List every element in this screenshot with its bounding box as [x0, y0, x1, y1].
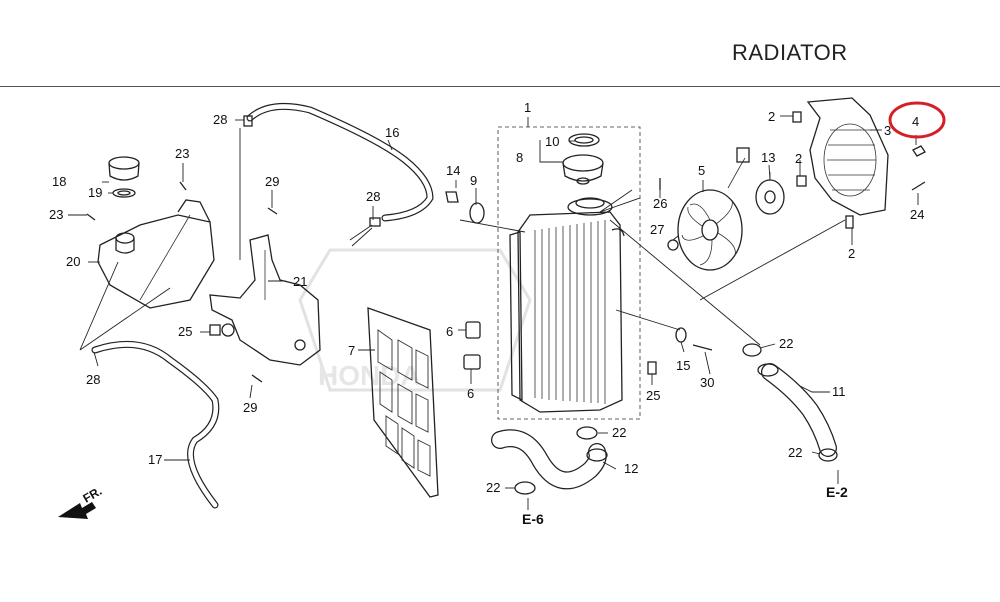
callout-28[interactable]: 28: [366, 189, 380, 204]
callout-17[interactable]: 17: [148, 452, 162, 467]
callout-8[interactable]: 8: [516, 150, 523, 165]
cooling-fan: [677, 147, 750, 271]
fasteners: [86, 111, 926, 383]
callout-30[interactable]: 30: [700, 375, 714, 390]
radiator-shroud: [367, 307, 439, 498]
callout-12[interactable]: 12: [624, 461, 638, 476]
callout-4[interactable]: 4: [912, 114, 919, 129]
callout-19[interactable]: 19: [88, 185, 102, 200]
callout-26[interactable]: 26: [653, 196, 667, 211]
callout-6[interactable]: 6: [467, 386, 474, 401]
callout-22[interactable]: 22: [486, 480, 500, 495]
reserve-tank-cap: [108, 156, 140, 198]
callout-22[interactable]: 22: [788, 445, 802, 460]
callout-15[interactable]: 15: [676, 358, 690, 373]
front-marker-label: FR.: [81, 484, 105, 506]
callout-13[interactable]: 13: [761, 150, 775, 165]
drain-hose: [91, 340, 220, 509]
callout-23[interactable]: 23: [175, 146, 189, 161]
callout-28[interactable]: 28: [213, 112, 227, 127]
reserve-tank: [97, 199, 215, 309]
callout-labels: 1 2 2 2 3 4 5 6 6 7 8 9 10 11 12 13 14 1…: [49, 100, 924, 495]
lower-radiator-hose: [491, 429, 608, 490]
page-title: RADIATOR: [732, 40, 848, 65]
radiator-assembly-bracket: [497, 117, 641, 420]
callout-29[interactable]: 29: [265, 174, 279, 189]
callout-25[interactable]: 25: [178, 324, 192, 339]
callout-28[interactable]: 28: [86, 372, 100, 387]
callout-9[interactable]: 9: [470, 173, 477, 188]
reserve-tank-bracket: [209, 234, 321, 366]
callout-16[interactable]: 16: [385, 125, 399, 140]
callout-29[interactable]: 29: [243, 400, 257, 415]
callout-11[interactable]: 11: [832, 384, 846, 399]
highlight-circle: [888, 101, 946, 139]
callout-14[interactable]: 14: [446, 163, 460, 178]
radiator-core: [509, 197, 625, 413]
callout-27[interactable]: 27: [650, 222, 664, 237]
fan-cover: [806, 97, 889, 216]
callout-22[interactable]: 22: [612, 425, 626, 440]
callout-2[interactable]: 2: [848, 246, 855, 261]
callout-6[interactable]: 6: [446, 324, 453, 339]
callout-3[interactable]: 3: [884, 123, 891, 138]
leader-lines: [68, 115, 919, 510]
svg-text:HONDA: HONDA: [318, 360, 421, 391]
callout-18[interactable]: 18: [52, 174, 66, 189]
section-ref-e6[interactable]: E-6: [522, 511, 544, 527]
overflow-hose: [246, 102, 434, 222]
rubber-mount-blocks: [463, 321, 481, 370]
radiator-cap: [562, 133, 604, 185]
section-ref-e2[interactable]: E-2: [826, 484, 848, 500]
header-divider: [0, 86, 1000, 87]
callout-7[interactable]: 7: [348, 343, 355, 358]
front-direction-arrow: FR.: [58, 484, 104, 519]
callout-2[interactable]: 2: [795, 151, 802, 166]
callout-20[interactable]: 20: [66, 254, 80, 269]
callout-5[interactable]: 5: [698, 163, 705, 178]
upper-radiator-hose: [757, 363, 837, 457]
callout-24[interactable]: 24: [910, 207, 924, 222]
callout-21[interactable]: 21: [293, 274, 307, 289]
callout-2[interactable]: 2: [768, 109, 775, 124]
callout-23[interactable]: 23: [49, 207, 63, 222]
callout-22[interactable]: 22: [779, 336, 793, 351]
callout-10[interactable]: 10: [545, 134, 559, 149]
brand-watermark: HONDA: [298, 248, 532, 392]
callout-25[interactable]: 25: [646, 388, 660, 403]
callout-1[interactable]: 1: [524, 100, 531, 115]
